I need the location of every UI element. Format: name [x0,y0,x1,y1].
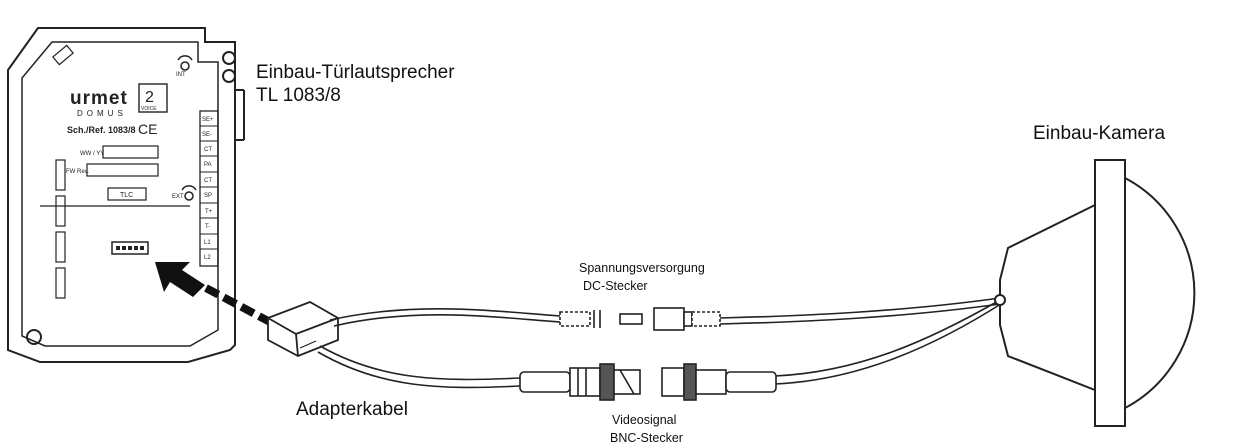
terminal-labels: SE+ SE- CT PA CT SP T+ T- L1 L2 [202,117,214,261]
brand-sub: DOMUS [77,109,127,118]
model-ref: Sch./Ref. 1083/8 [67,125,136,135]
power-title: Spannungsversorgung [579,261,705,275]
adapter-plug [267,301,339,357]
tlc-label: TLC [120,192,133,199]
terminal-label: T+ [205,209,213,215]
terminal-label: CT [204,147,212,153]
terminal-label: SE+ [202,117,214,123]
terminal-label: CT [204,178,212,184]
speaker-model: TL 1083/8 [256,85,341,106]
terminal-label: PA [204,162,212,168]
video-plug: BNC-Stecker [610,431,683,445]
video-title: Videosignal [612,413,677,427]
dc-connector-right [653,307,721,331]
speaker-title: Einbau-Türlautsprecher [256,62,455,83]
logo-number: 2 [145,89,154,106]
fw-label: FW Rev. [66,169,89,175]
ce-mark: CE [138,121,157,137]
terminal-label: SP [204,193,212,199]
cables [317,297,1005,389]
brand-logo: urmet [70,88,128,109]
device-panel-text: urmet DOMUS Sch./Ref. 1083/8 CE WW / YY … [66,72,214,261]
insert-arrow [155,262,272,326]
ext-label: EXT [172,194,184,200]
bnc-connector-right [661,363,777,401]
logo-text: VOICE [141,106,157,112]
power-plug: DC-Stecker [583,279,648,293]
terminal-label: L1 [204,240,211,246]
terminal-label: L2 [204,255,211,261]
int-label: INT [176,72,186,78]
bnc-connector-left [519,363,641,401]
camera-label: Einbau-Kamera [1033,123,1166,144]
camera-unit [994,159,1196,427]
terminal-label: T- [205,224,210,230]
adapter-label: Adapterkabel [296,399,408,420]
terminal-label: SE- [202,132,212,138]
dc-connector-left [559,310,643,328]
ww-label: WW / YY [80,151,104,157]
